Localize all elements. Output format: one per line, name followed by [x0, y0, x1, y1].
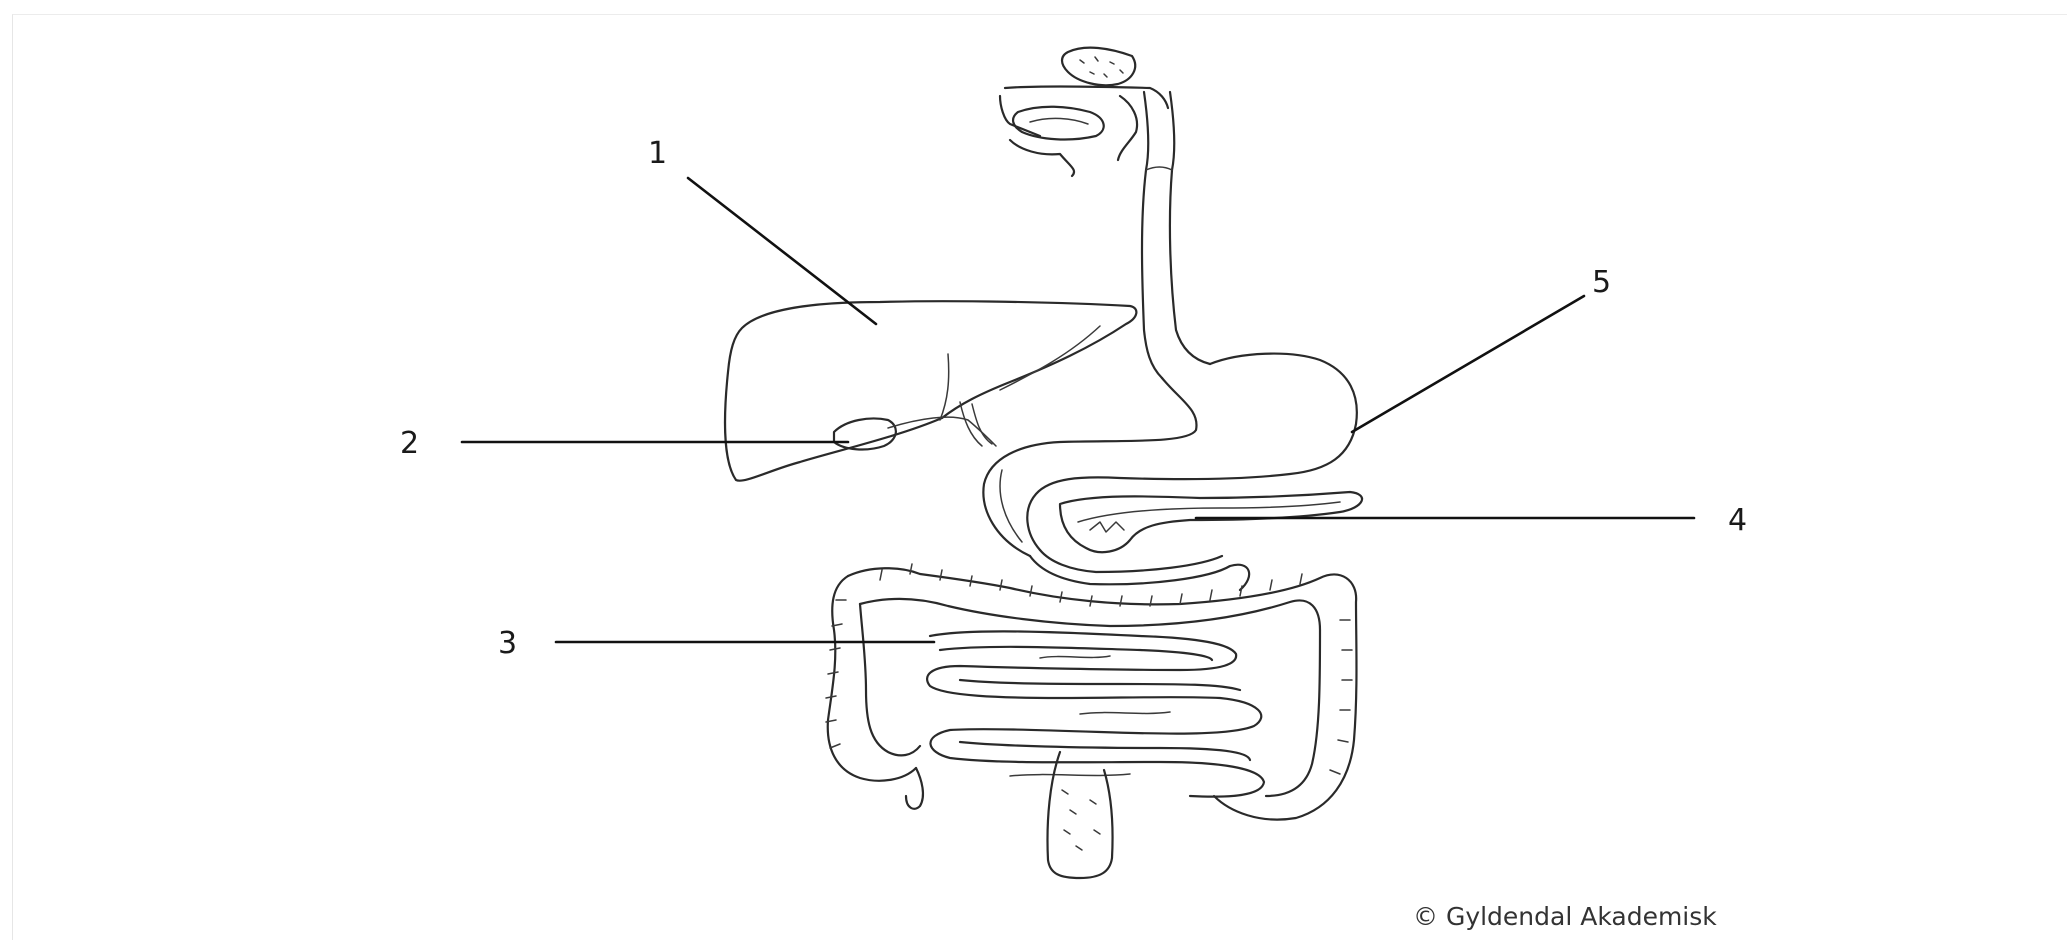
- label-1: 1: [648, 136, 667, 171]
- duodenum: [1030, 550, 1249, 590]
- esophagus: [1142, 92, 1210, 378]
- rectum: [1048, 752, 1113, 878]
- label-4: 4: [1728, 503, 1747, 538]
- head-mouth: [1000, 48, 1168, 176]
- small-intestine: [927, 631, 1264, 796]
- leader-line-1: [688, 178, 876, 324]
- leader-line-5: [1352, 296, 1584, 432]
- label-2: 2: [400, 426, 419, 461]
- large-intestine: [826, 564, 1357, 820]
- label-3: 3: [498, 626, 517, 661]
- gallbladder: [834, 402, 996, 449]
- label-5: 5: [1592, 265, 1611, 300]
- stomach: [983, 354, 1356, 556]
- copyright-notice: © Gyldendal Akademisk: [1413, 902, 1717, 931]
- liver: [725, 301, 1136, 480]
- pancreas: [1060, 492, 1362, 552]
